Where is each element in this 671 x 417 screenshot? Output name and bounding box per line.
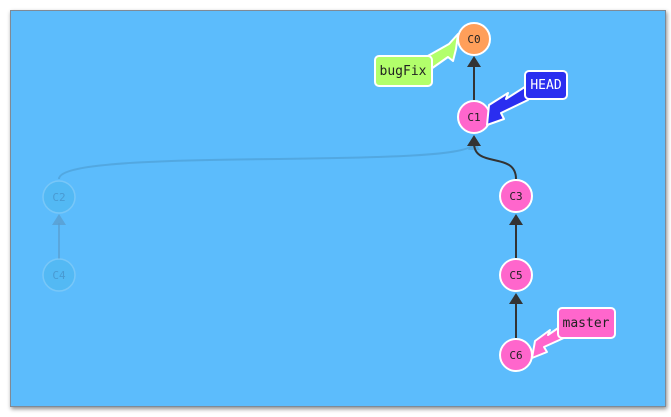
commit-label-c0: C0 bbox=[467, 33, 480, 46]
branch-bugfix[interactable]: bugFix bbox=[374, 33, 459, 87]
commit-c5[interactable]: C5 bbox=[499, 258, 533, 292]
edge-c3-c1 bbox=[473, 142, 517, 180]
commit-c0[interactable]: C0 bbox=[457, 22, 491, 56]
commit-node-c2[interactable] bbox=[42, 180, 76, 214]
commit-label-c3: C3 bbox=[509, 190, 522, 203]
commit-c1[interactable]: C1 bbox=[457, 100, 491, 134]
commit-node-c3[interactable] bbox=[499, 179, 533, 213]
branch-bugfix-label: bugFix bbox=[380, 64, 427, 79]
commit-c2[interactable]: C2 bbox=[42, 180, 76, 214]
git-graph-canvas: C0 C1 C3 C5 C6 C2 C4 bugFi bbox=[10, 10, 666, 407]
commit-c3[interactable]: C3 bbox=[499, 179, 533, 213]
edge-c5-c3-arrow bbox=[509, 214, 523, 225]
commit-label-c6: C6 bbox=[509, 349, 522, 362]
branch-master-tag[interactable] bbox=[557, 307, 616, 339]
commit-label-c5: C5 bbox=[509, 269, 522, 282]
commit-node-c5[interactable] bbox=[499, 258, 533, 292]
commit-label-c2: C2 bbox=[52, 191, 65, 204]
branch-head[interactable]: HEAD bbox=[486, 70, 568, 126]
branch-master[interactable]: master bbox=[531, 307, 616, 359]
edge-c6-c5-arrow bbox=[509, 293, 523, 304]
branch-head-tag[interactable] bbox=[524, 70, 568, 100]
commit-c4[interactable]: C4 bbox=[42, 258, 76, 292]
branch-head-label: HEAD bbox=[530, 78, 561, 93]
commit-label-c4: C4 bbox=[52, 269, 66, 282]
branch-master-label: master bbox=[563, 316, 610, 331]
commit-c6[interactable]: C6 bbox=[499, 338, 533, 372]
branch-head-arrow bbox=[486, 82, 532, 126]
branch-bugfix-arrow bbox=[425, 33, 459, 70]
edges bbox=[52, 56, 523, 338]
commit-label-c1: C1 bbox=[467, 111, 480, 124]
edge-c3-c1-arrow bbox=[467, 135, 481, 146]
edge-c1-c0-arrow bbox=[467, 56, 481, 67]
branch-bugfix-tag[interactable] bbox=[374, 55, 433, 87]
edge-c2-c1 bbox=[58, 142, 475, 180]
commit-node-c4[interactable] bbox=[42, 258, 76, 292]
edge-c4-c2-arrow bbox=[52, 214, 66, 225]
